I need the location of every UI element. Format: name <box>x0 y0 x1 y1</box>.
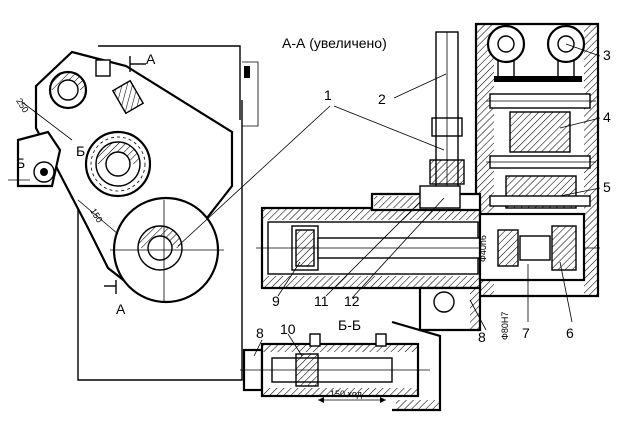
marker-B-left: Б <box>16 155 25 171</box>
part-10: 10 <box>280 321 296 337</box>
part-1: 1 <box>324 87 332 103</box>
section-aa-title: А-А (увеличено) <box>282 35 387 51</box>
dim-250: 250 <box>14 96 30 114</box>
section-aa-view: А-А (увеличено) <box>256 22 600 340</box>
dim-fit-2: Ф80Н7 <box>500 312 510 340</box>
part-3: 3 <box>603 47 611 63</box>
part-6: 6 <box>566 325 574 341</box>
part-7: 7 <box>522 325 530 341</box>
marker-B-mid: Б <box>76 143 85 159</box>
section-bb-view: Б-Б 150 ход <box>240 317 442 412</box>
dim-stroke-150: 150 ход <box>330 389 363 399</box>
part-9: 9 <box>272 293 280 309</box>
part-numbers: 1 2 3 4 5 6 7 8 9 11 12 10 8 <box>256 47 611 345</box>
housing-outline <box>77 60 243 381</box>
housing-top <box>98 45 241 120</box>
section-bb-title: Б-Б <box>338 317 361 333</box>
part-5: 5 <box>603 179 611 195</box>
leader-lines <box>177 43 601 357</box>
part-11: 11 <box>314 293 329 309</box>
dim-fit-1: Ф40h6 <box>478 235 488 262</box>
marker-A-bottom: А <box>116 301 126 317</box>
part-12: 12 <box>344 293 360 309</box>
marker-A-top: А <box>146 51 156 67</box>
part-8-left: 8 <box>256 325 264 341</box>
left-view: 250 150 А А Б Б <box>8 45 259 381</box>
part-4: 4 <box>603 109 611 125</box>
left-bracket <box>16 130 62 188</box>
part-2: 2 <box>378 91 386 107</box>
part-8-right: 8 <box>478 329 486 345</box>
